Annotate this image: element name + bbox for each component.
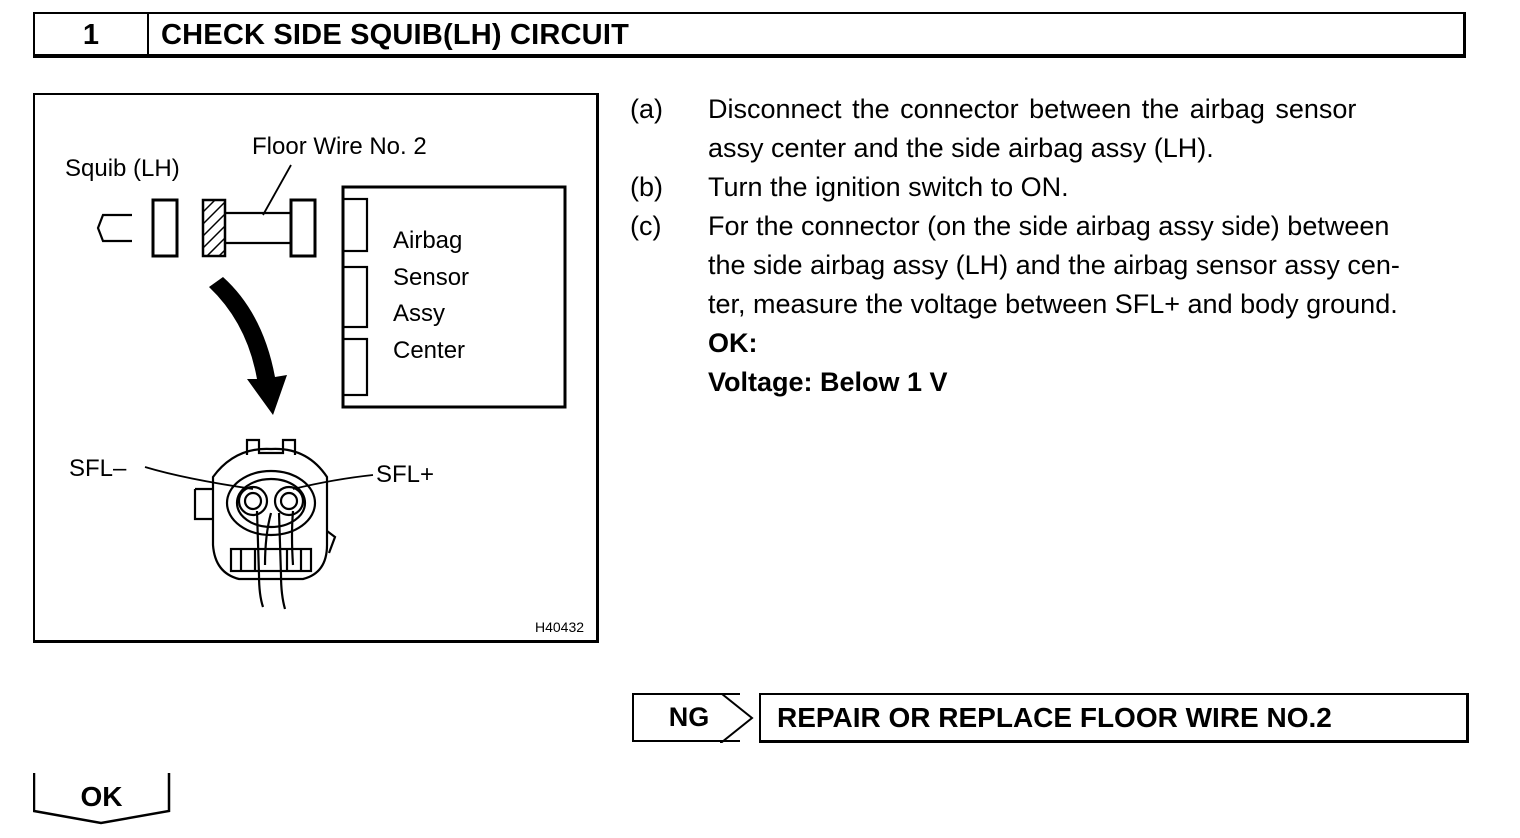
step-title: CHECK SIDE SQUIB(LH) CIRCUIT <box>161 19 629 51</box>
ng-result-tab: NG <box>632 693 740 742</box>
instruction-letter: (c) <box>630 211 662 241</box>
instruction-line: Disconnect the connector between the air… <box>708 94 1357 124</box>
ok-result-tab <box>33 773 171 825</box>
ecu-label-line4: Center <box>393 337 466 364</box>
instruction-letter: (a) <box>630 94 663 124</box>
instruction-line: assy center and the side airbag assy (LH… <box>708 133 1214 163</box>
ecu-label-line3: Assy <box>393 300 446 327</box>
figure-code: H40432 <box>535 619 585 635</box>
floor-wire-end-connector <box>289 198 317 258</box>
airbag-sensor-box <box>341 185 567 409</box>
sfl-plus-label: SFL+ <box>376 461 435 488</box>
instruction-line: ter, measure the voltage between SFL+ an… <box>708 289 1398 319</box>
spec-voltage: Voltage: Below 1 V <box>708 367 948 397</box>
sfl-plus-leader <box>292 474 374 490</box>
squib-label: Squib (LH) <box>65 155 180 182</box>
squib-plug <box>96 213 132 243</box>
step-number: 1 <box>35 14 149 54</box>
connector-face <box>193 438 337 610</box>
instruction-letter: (b) <box>630 172 663 202</box>
squib-connector <box>151 198 179 258</box>
ng-arrow-icon <box>720 693 754 743</box>
ng-action-text: REPAIR OR REPLACE FLOOR WIRE NO.2 <box>777 702 1332 733</box>
instruction-line: Turn the ignition switch to ON. <box>708 172 1069 202</box>
connector-diagram <box>96 164 567 610</box>
sfl-minus-leader <box>144 466 254 490</box>
floor-wire-harness <box>225 211 291 245</box>
ng-label: NG <box>668 702 710 732</box>
ecu-label-line2: Sensor <box>393 264 470 291</box>
instruction-line: the side airbag assy (LH) and the airbag… <box>708 250 1400 280</box>
floor-wire-label: Floor Wire No. 2 <box>252 133 427 160</box>
direction-arrow <box>209 277 287 415</box>
step-header: 1 CHECK SIDE SQUIB(LH) CIRCUIT <box>33 12 1466 58</box>
instruction-line: For the connector (on the side airbag as… <box>708 211 1390 241</box>
ok-label: OK <box>80 781 123 812</box>
spec-ok-label: OK: <box>708 328 758 358</box>
floor-wire-leader <box>262 164 292 216</box>
sfl-minus-label: SFL– <box>69 455 127 482</box>
connector-illustration: Squib (LH) Floor Wire No. 2 Airbag Senso… <box>33 93 599 643</box>
ecu-label-line1: Airbag <box>393 227 463 254</box>
ng-action-box: REPAIR OR REPLACE FLOOR WIRE NO.2 <box>759 693 1469 743</box>
